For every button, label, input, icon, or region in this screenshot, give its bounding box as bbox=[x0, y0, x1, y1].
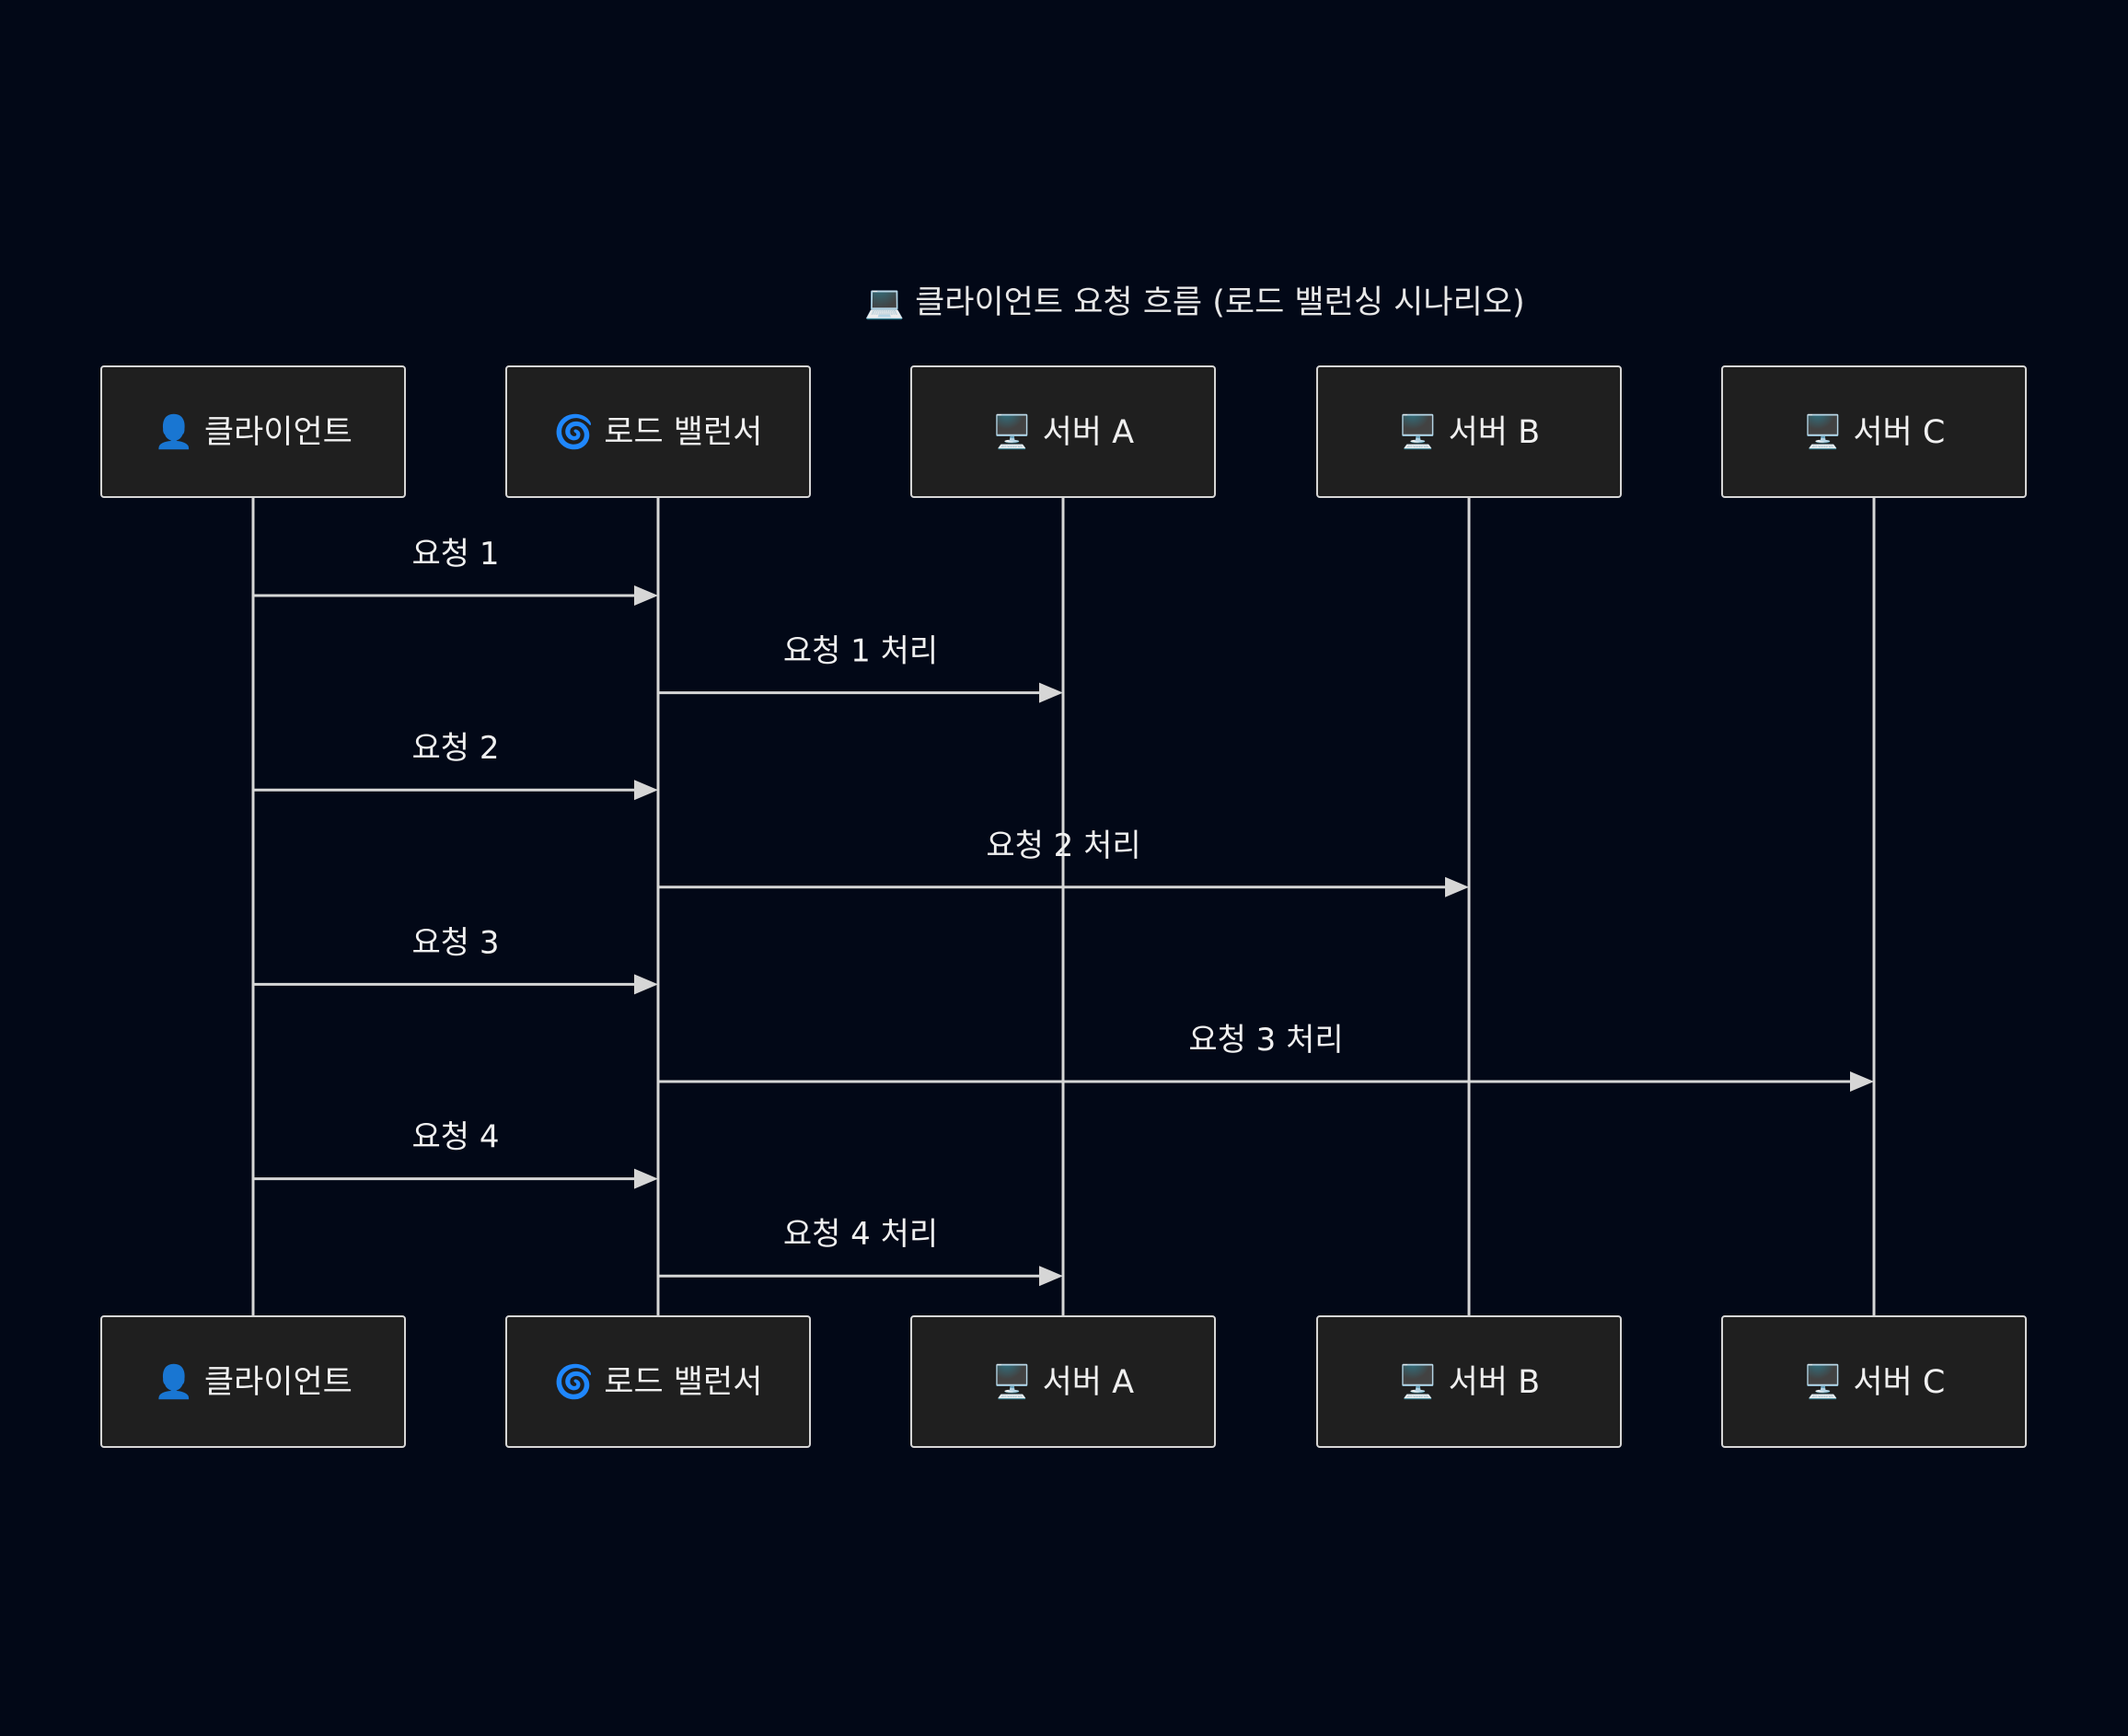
actor-label: 🌀 로드 밸런서 bbox=[554, 412, 763, 451]
message-6: 요청 3 처리 bbox=[658, 1022, 1874, 1092]
message-label: 요청 2 처리 bbox=[986, 827, 1140, 864]
actor-bottom-client: 👤 클라이언트 bbox=[100, 1315, 406, 1448]
message-label: 요청 3 처리 bbox=[1188, 1022, 1343, 1059]
actor-bottom-serverC: 🖥️ 서버 C bbox=[1721, 1315, 2027, 1448]
actor-top-serverC: 🖥️ 서버 C bbox=[1721, 365, 2027, 498]
diagram-title: 💻 클라이언트 요청 흐름 (로드 밸런싱 시나리오) bbox=[864, 284, 1524, 321]
arrowhead bbox=[1850, 1071, 1874, 1092]
actor-label: 👤 클라이언트 bbox=[154, 413, 353, 451]
actor-box bbox=[1316, 365, 1622, 498]
actor-box bbox=[1721, 1315, 2027, 1448]
message-3: 요청 2 bbox=[253, 730, 658, 801]
message-label: 요청 1 bbox=[412, 536, 500, 573]
actors-top: 👤 클라이언트 🌀 로드 밸런서 🖥️ 서버 A 🖥️ 서버 B 🖥️ 서버 C bbox=[100, 365, 2027, 498]
message-label: 요청 4 처리 bbox=[783, 1216, 938, 1253]
lifelines bbox=[251, 497, 1876, 1316]
actor-top-lb: 🌀 로드 밸런서 bbox=[505, 365, 811, 498]
actor-bottom-serverB: 🖥️ 서버 B bbox=[1316, 1315, 1622, 1448]
actor-label: 👤 클라이언트 bbox=[154, 1363, 353, 1401]
actor-box bbox=[505, 1315, 811, 1448]
actor-box bbox=[1316, 1315, 1622, 1448]
message-label: 요청 1 처리 bbox=[783, 633, 938, 670]
message-7: 요청 4 bbox=[253, 1119, 658, 1189]
arrowhead bbox=[634, 585, 658, 606]
actor-box bbox=[505, 365, 811, 498]
message-label: 요청 4 bbox=[412, 1119, 500, 1156]
arrowhead bbox=[634, 780, 658, 801]
actor-label: 🖥️ 서버 A bbox=[992, 413, 1134, 451]
actor-box bbox=[910, 1315, 1216, 1448]
actor-label: 🌀 로드 밸런서 bbox=[554, 1362, 763, 1401]
actor-bottom-lb: 🌀 로드 밸런서 bbox=[505, 1315, 811, 1448]
actor-top-serverB: 🖥️ 서버 B bbox=[1316, 365, 1622, 498]
actors-bottom: 👤 클라이언트 🌀 로드 밸런서 🖥️ 서버 A 🖥️ 서버 B 🖥️ 서버 C bbox=[100, 1315, 2027, 1448]
actor-bottom-serverA: 🖥️ 서버 A bbox=[910, 1315, 1216, 1448]
actor-label: 🖥️ 서버 A bbox=[992, 1363, 1134, 1401]
actor-box bbox=[100, 365, 406, 498]
arrowhead bbox=[1039, 682, 1063, 703]
message-4: 요청 2 처리 bbox=[658, 827, 1469, 897]
actor-label: 🖥️ 서버 B bbox=[1398, 413, 1540, 451]
arrowhead bbox=[1445, 876, 1469, 897]
actor-label: 🖥️ 서버 B bbox=[1398, 1363, 1540, 1401]
message-8: 요청 4 처리 bbox=[658, 1216, 1063, 1287]
actor-label: 🖥️ 서버 C bbox=[1803, 413, 1946, 451]
actor-top-serverA: 🖥️ 서버 A bbox=[910, 365, 1216, 498]
actor-box bbox=[1721, 365, 2027, 498]
actor-top-client: 👤 클라이언트 bbox=[100, 365, 406, 498]
message-label: 요청 2 bbox=[412, 730, 500, 767]
message-1: 요청 1 bbox=[253, 536, 658, 606]
message-2: 요청 1 처리 bbox=[658, 633, 1063, 703]
arrowhead bbox=[634, 974, 658, 995]
actor-box bbox=[910, 365, 1216, 498]
message-5: 요청 3 bbox=[253, 924, 658, 995]
arrowhead bbox=[634, 1168, 658, 1189]
actor-label: 🖥️ 서버 C bbox=[1803, 1363, 1946, 1401]
arrowhead bbox=[1039, 1266, 1063, 1287]
message-label: 요청 3 bbox=[412, 924, 500, 961]
actor-box bbox=[100, 1315, 406, 1448]
